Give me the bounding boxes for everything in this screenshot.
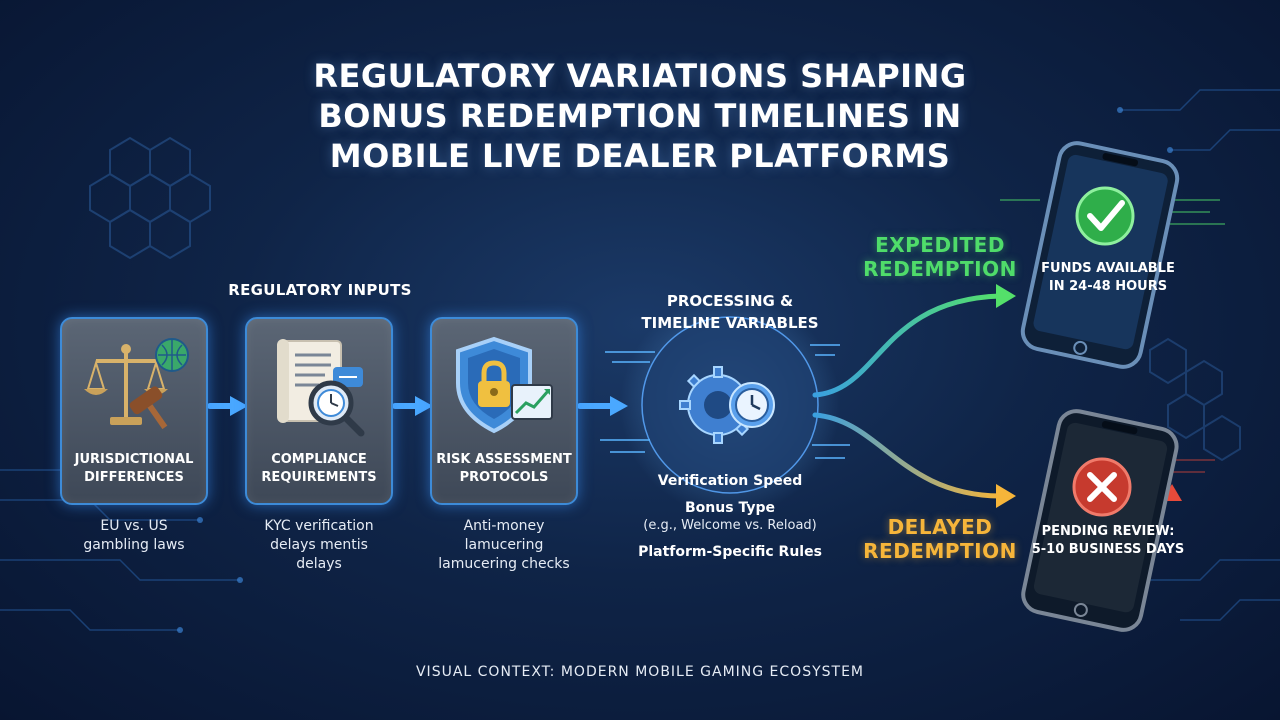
x-icon [1072,457,1132,517]
check-icon [1075,186,1135,246]
card-description: Anti-money lamucering lamucering checks [419,517,589,574]
title-line-2: BONUS REDEMPTION TIMELINES IN [318,97,962,135]
card-desc-line-1: KYC verification [264,518,374,534]
card-description: KYC verification delays mentis delays [234,517,404,574]
footer-caption: VISUAL CONTEXT: MODERN MOBILE GAMING ECO… [415,664,864,680]
processing-item: Platform-Specific Rules [638,544,822,560]
expedited-phone-line-2: IN 24-48 HOURS [1048,279,1168,294]
delayed-phone-line-1: PENDING REVIEW: [1041,524,1175,539]
card-desc-line-2: gambling laws [83,537,185,553]
page-title: REGULATORY VARIATIONS SHAPING BONUS REDE… [240,56,1040,176]
delayed-curve [812,412,1003,499]
regulatory-inputs-heading: REGULATORY INPUTS [228,281,412,299]
card-label: RISK ASSESSMENT PROTOCOLS [432,451,576,487]
expedited-label-line-1: EXPEDITED [875,233,1005,257]
card-label: COMPLIANCE REQUIREMENTS [247,451,391,487]
card-jurisdictional-differences: JURISDICTIONAL DIFFERENCES [60,317,208,505]
scales-gavel-globe-icon [84,338,189,430]
card-label-line-2: DIFFERENCES [84,470,184,485]
card-label-line-1: COMPLIANCE [271,452,367,467]
card-desc-line-1: EU vs. US [100,518,168,534]
card-label-line-2: REQUIREMENTS [261,470,377,485]
gears-clock-icon [679,366,775,444]
delayed-label-line-2: REDEMPTION [863,539,1017,563]
expedited-curve [812,293,1003,398]
flow-arrows [207,396,628,416]
expedited-phone-line-1: FUNDS AVAILABLE [1041,261,1175,276]
phone-delayed [1021,409,1179,632]
card-label: JURISDICTIONAL DIFFERENCES [62,451,206,487]
card-description: EU vs. US gambling laws [49,517,219,555]
shield-lock-chart-icon [456,336,553,434]
delayed-label-line-1: DELAYED [887,515,993,539]
delayed-redemption-label: DELAYED REDEMPTION [850,515,1030,563]
expedited-phone-text: FUNDS AVAILABLE IN 24-48 HOURS [1028,260,1188,296]
phone-expedited [1020,141,1180,369]
processing-item: Bonus Type [685,500,775,516]
expedited-redemption-label: EXPEDITED REDEMPTION [850,233,1030,281]
title-line-3: MOBILE LIVE DEALER PLATFORMS [329,137,951,175]
delayed-phone-line-2: 5-10 BUSINESS DAYS [1031,542,1185,557]
hexagon-pattern-right [1149,337,1241,462]
expedited-label-line-2: REDEMPTION [863,257,1017,281]
card-risk-assessment-protocols: RISK ASSESSMENT PROTOCOLS [430,317,578,505]
card-desc-line-3: delays [296,556,342,572]
processing-heading-line-2: TIMELINE VARIABLES [641,314,819,332]
delayed-phone-text: PENDING REVIEW: 5-10 BUSINESS DAYS [1028,523,1188,559]
processing-item: Verification Speed [657,473,803,489]
processing-heading: PROCESSING & TIMELINE VARIABLES [600,290,860,334]
card-desc-line-1: Anti-money [463,518,545,534]
card-desc-line-2: delays mentis [270,537,368,553]
card-desc-line-2: lamucering [464,537,544,553]
processing-heading-line-1: PROCESSING & [666,292,794,310]
card-label-line-1: JURISDICTIONAL [74,452,194,467]
processing-item: (e.g., Welcome vs. Reload) [643,518,817,533]
document-magnifier-clock-icon [277,339,365,437]
card-label-line-2: PROTOCOLS [459,470,549,485]
card-label-line-1: RISK ASSESSMENT [436,452,572,467]
card-compliance-requirements: COMPLIANCE REQUIREMENTS [245,317,393,505]
card-desc-line-3: lamucering checks [438,556,570,572]
title-line-1: REGULATORY VARIATIONS SHAPING [313,57,967,95]
hexagon-pattern-left [89,136,211,260]
circuit-lines [0,89,1280,631]
